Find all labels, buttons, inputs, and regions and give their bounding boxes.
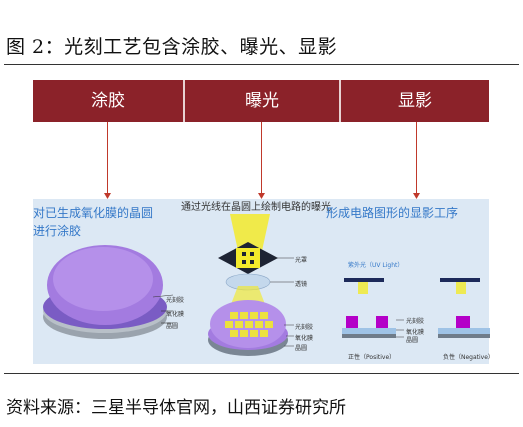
step-label-exposure: 曝光 [245,91,279,111]
arrow-exposure [261,122,262,198]
exposure-label-wafer: 晶圆 [295,345,308,352]
exposure-label-lens: 透镜 [295,281,308,288]
arrow-coating [107,122,108,198]
exposure-description: 通过光线在晶圆上绘制电路的曝光 [181,202,331,213]
arrow-develop [416,122,417,198]
exposure-label-photoresist: 光刻胶 [295,324,314,331]
develop-label-wafer: 晶圆 [406,337,419,344]
step-divider [183,80,185,122]
positive-resist-label: 正性（Positive） [348,354,396,361]
exposure-label-mask: 光罩 [295,257,308,264]
figure-title: 图 2：光刻工艺包含涂胶、曝光、显影 [6,36,338,58]
develop-description: 形成电路图形的显影工序 [326,206,459,220]
uv-light-label: 紫外光（UV Light） [348,262,404,269]
coating-description-line1: 对已生成氧化膜的晶圆 [33,206,154,220]
wafer-label-wafer: 晶圆 [166,323,179,330]
step-label-develop: 显影 [398,91,432,111]
wafer-label-oxide: 氧化膜 [166,311,185,318]
figure-source: 资料来源：三星半导体官网，山西证券研究所 [6,398,346,418]
develop-label-oxide: 氧化膜 [406,329,425,336]
bottom-rule [4,373,519,374]
wafer-label-photoresist: 光刻胶 [166,297,185,304]
coating-description-line2: 进行涂胶 [33,224,82,238]
exposure-label-oxide: 氧化膜 [295,335,314,342]
negative-resist-label: 负性（Negative） [443,354,494,361]
coated-wafer-illustration [43,245,174,339]
develop-illustration [342,278,490,338]
process-step-bar [33,80,489,122]
step-label-coating: 涂胶 [91,91,125,111]
develop-label-photoresist: 光刻胶 [406,318,425,325]
exposure-illustration [208,214,294,356]
step-divider [339,80,341,122]
top-rule [4,64,519,65]
